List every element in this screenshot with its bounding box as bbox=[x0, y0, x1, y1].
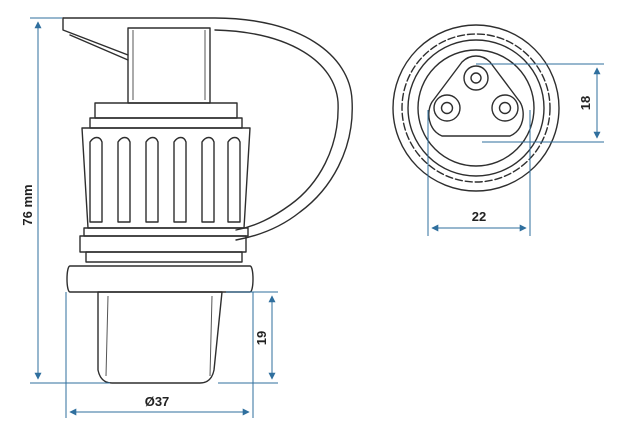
rib-1 bbox=[89, 136, 103, 223]
cap-strap-inner bbox=[69, 29, 339, 231]
rib-6 bbox=[227, 136, 241, 223]
socket-face bbox=[417, 49, 535, 167]
collar bbox=[94, 102, 238, 119]
diameter-label: Ø37 bbox=[145, 394, 170, 409]
cap-strap bbox=[62, 17, 353, 241]
rib-4 bbox=[173, 136, 187, 223]
lower-ring-2 bbox=[79, 235, 247, 253]
dimension-lines bbox=[30, 17, 604, 418]
dimension-labels: 76 mm Ø37 19 22 18 bbox=[20, 96, 593, 409]
cap-strap-tab bbox=[62, 17, 129, 56]
lower-ring-1 bbox=[83, 227, 249, 237]
contact-pin-top bbox=[463, 65, 489, 91]
rib-2 bbox=[117, 136, 131, 223]
width-label: 22 bbox=[472, 209, 486, 224]
contact-insert bbox=[428, 55, 524, 137]
socket-height-label: 18 bbox=[578, 96, 593, 110]
height-label: 76 mm bbox=[20, 184, 35, 225]
contact-pin-right bbox=[491, 94, 519, 122]
outer-ring bbox=[392, 24, 560, 192]
rib-5 bbox=[201, 136, 215, 223]
ribbed-grip bbox=[81, 127, 251, 229]
knurl-ring bbox=[401, 33, 551, 183]
lower-ring-3 bbox=[85, 251, 243, 263]
rib-3 bbox=[145, 136, 159, 223]
flange bbox=[66, 265, 254, 293]
lower-body bbox=[97, 291, 223, 384]
top-stem bbox=[127, 27, 211, 104]
inner-ring bbox=[407, 39, 545, 177]
contact-pin-left bbox=[433, 94, 461, 122]
lower-height-label: 19 bbox=[254, 331, 269, 345]
front-view bbox=[392, 24, 560, 192]
side-view bbox=[62, 17, 353, 384]
